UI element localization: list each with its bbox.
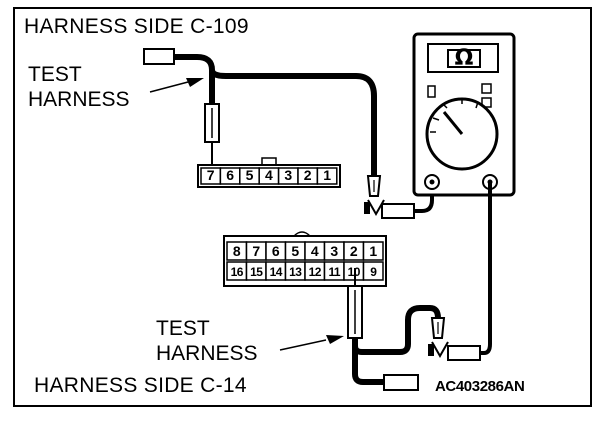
meter-lead-top-harness — [209, 69, 434, 219]
top-harness-wire — [174, 54, 215, 104]
c14-pin-label-1: 1 — [369, 243, 377, 259]
c109-pin-label-2: 2 — [304, 167, 312, 183]
meter-button-left — [427, 85, 436, 98]
c14-pin-label-2: 2 — [350, 243, 358, 259]
harness-side-c109-label: HARNESS SIDE C-109 — [24, 15, 249, 38]
c14-pin-label-6: 6 — [272, 243, 280, 259]
c109-pin-label-4: 4 — [265, 167, 273, 183]
c14-pin-label-8: 8 — [233, 243, 241, 259]
bottom-meter-plug — [447, 345, 481, 361]
top-meter-plug — [381, 203, 415, 219]
top-harness-loose-plug — [143, 48, 175, 65]
c14-pin-label-16: 16 — [231, 265, 244, 279]
test-harness-label-bottom: TEST HARNESS — [156, 317, 258, 365]
c14-pin-cell-1 — [362, 241, 384, 261]
c14-pin-label-5: 5 — [291, 243, 299, 259]
connector-c14-latch — [293, 231, 311, 237]
c14-pin-label-11: 11 — [329, 265, 341, 279]
c14-pin-label-7: 7 — [252, 243, 260, 259]
meter-button-right-top — [481, 83, 492, 94]
bottom-harness-arrow — [279, 335, 344, 351]
c14-pin-label-15: 15 — [250, 265, 263, 279]
bottom-harness-wire-clip — [352, 305, 441, 355]
bottom-harness-loose-plug — [383, 374, 419, 391]
meter-lead-bottom-harness — [480, 183, 492, 355]
c14-pin-label-12: 12 — [309, 265, 322, 279]
figure-frame — [13, 7, 592, 407]
c109-pin-cell-1 — [316, 167, 338, 185]
figure-code: AC403286AN — [435, 378, 525, 395]
c14-pin-label-3: 3 — [330, 243, 338, 259]
c109-pin-label-6: 6 — [226, 167, 234, 183]
top-test-harness — [143, 48, 220, 164]
c14-pin-label-13: 13 — [289, 265, 302, 279]
c109-pin-label-3: 3 — [284, 167, 292, 183]
connector-c109-latch — [261, 157, 277, 166]
c14-pin-label-9: 9 — [370, 265, 377, 279]
test-harness-label-top: TEST HARNESS — [28, 63, 130, 111]
c14-pin-label-14: 14 — [270, 265, 283, 279]
ohm-symbol: Ω — [455, 46, 474, 71]
bottom-test-harness — [347, 183, 492, 391]
c109-pin-label-5: 5 — [246, 167, 254, 183]
c109-pin-label-7: 7 — [207, 167, 215, 183]
c14-pin-label-4: 4 — [311, 243, 319, 259]
c109-pin-label-1: 1 — [323, 167, 331, 183]
bottom-harness-wire-loose — [352, 346, 384, 385]
c14-pin-cell-9 — [362, 261, 384, 281]
dial-pointer — [442, 111, 464, 135]
top-harness-arrow — [149, 78, 204, 93]
ohmmeter: Ω — [412, 32, 516, 197]
harness-side-c14-label: HARNESS SIDE C-14 — [34, 374, 247, 397]
